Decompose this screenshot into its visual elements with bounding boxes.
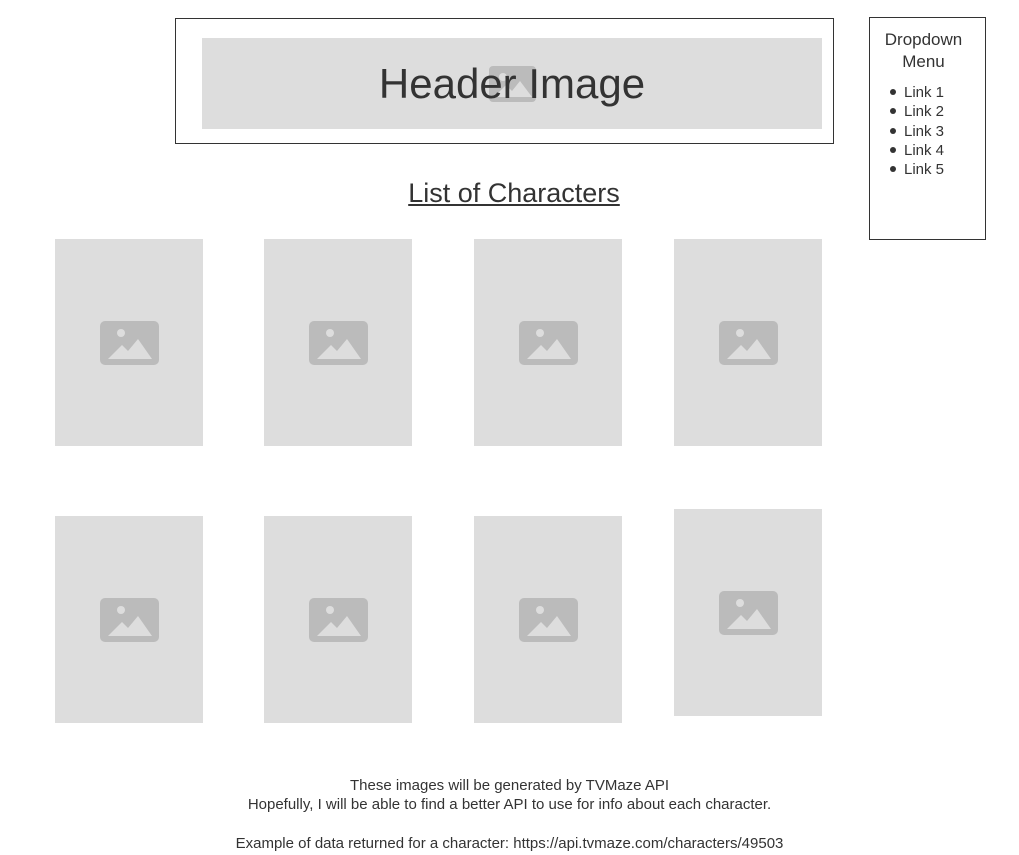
image-placeholder-icon [489, 66, 536, 102]
bullet-icon [890, 127, 896, 134]
bullet-icon [890, 108, 896, 115]
image-placeholder-icon [100, 598, 159, 642]
footer-note-line3: Example of data returned for a character… [235, 835, 784, 852]
footer-note-line2: Hopefully, I will be able to find a bett… [247, 796, 772, 813]
dropdown-title: Dropdown Menu [870, 29, 977, 73]
dropdown-menu[interactable]: Dropdown Menu Link 1 Link 2 Link 3 Link … [869, 17, 986, 240]
dropdown-link-label: Link 4 [904, 141, 945, 159]
dropdown-links: Link 1 Link 2 Link 3 Link 4 Link 5 [890, 83, 944, 179]
character-card[interactable] [264, 516, 412, 723]
dropdown-link-label: Link 3 [904, 122, 945, 140]
image-placeholder-icon [519, 598, 578, 642]
dropdown-title-line2: Menu [902, 52, 945, 71]
list-title: List of Characters [408, 178, 620, 208]
image-placeholder-icon [719, 321, 778, 365]
bullet-icon [890, 146, 896, 153]
character-card[interactable] [474, 516, 622, 723]
image-placeholder-icon [519, 321, 578, 365]
dropdown-link-4[interactable]: Link 4 [890, 141, 944, 160]
character-card[interactable] [674, 239, 822, 446]
bullet-icon [890, 89, 896, 95]
image-placeholder-icon [309, 321, 368, 365]
dropdown-link-5[interactable]: Link 5 [890, 160, 944, 179]
header-title: Header Image [378, 60, 646, 107]
character-card[interactable] [674, 509, 822, 716]
image-placeholder-icon [719, 591, 778, 635]
dropdown-link-3[interactable]: Link 3 [890, 122, 944, 141]
character-card[interactable] [474, 239, 622, 446]
image-placeholder-icon [100, 321, 159, 365]
dropdown-link-label: Link 2 [904, 103, 945, 121]
bullet-icon [890, 166, 896, 173]
dropdown-link-1[interactable]: Link 1 [890, 83, 944, 102]
dropdown-link-label: Link 1 [904, 84, 945, 101]
character-card[interactable] [264, 239, 412, 446]
dropdown-link-label: Link 5 [904, 161, 945, 179]
character-card[interactable] [55, 239, 203, 446]
image-placeholder-icon [309, 598, 368, 642]
dropdown-link-2[interactable]: Link 2 [890, 102, 944, 121]
header-image: Header Image [202, 38, 822, 129]
character-card[interactable] [55, 516, 203, 723]
dropdown-title-line1: Dropdown [884, 30, 963, 49]
footer-note-line1: These images will be generated by TVMaze… [349, 777, 670, 794]
